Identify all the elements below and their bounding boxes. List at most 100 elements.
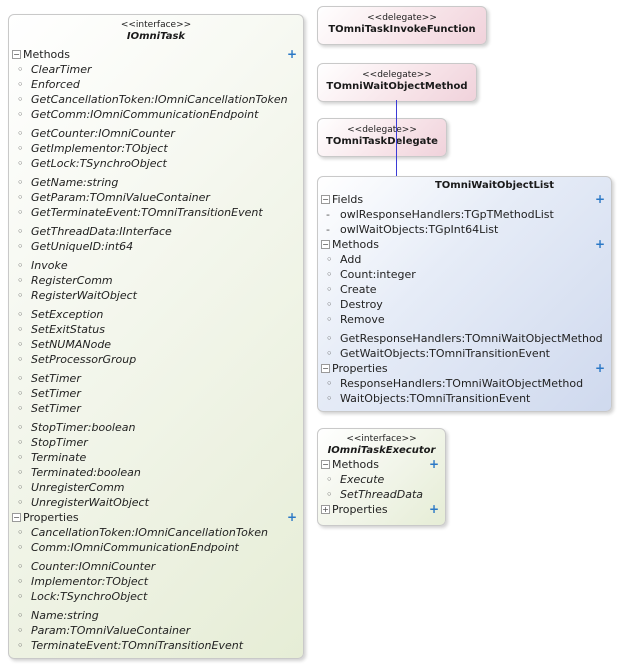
member-item[interactable]: ◦UnregisterComm: [9, 480, 303, 495]
member-item[interactable]: -owlWaitObjects:TGpInt64List: [318, 222, 611, 237]
member-item[interactable]: ◦Terminate: [9, 450, 303, 465]
member-label: Lock:TSynchroObject: [31, 590, 148, 603]
member-item[interactable]: ◦Destroy: [318, 297, 611, 312]
member-item[interactable]: ◦Terminated:boolean: [9, 465, 303, 480]
add-method-icon[interactable]: +: [286, 47, 297, 61]
expand-icon[interactable]: +: [321, 505, 330, 514]
member-item[interactable]: ◦Count:integer: [318, 267, 611, 282]
visibility-icon: ◦: [17, 496, 24, 509]
member-label: TerminateEvent:TOmniTransitionEvent: [31, 639, 244, 652]
visibility-icon: ◦: [17, 372, 24, 385]
member-item[interactable]: ◦UnregisterWaitObject: [9, 495, 303, 510]
waitobjectlist-properties-section[interactable]: − Properties +: [318, 361, 611, 376]
waitobjectlist-methods-section[interactable]: − Methods +: [318, 237, 611, 252]
member-item[interactable]: ◦Name:string: [9, 608, 303, 623]
visibility-icon: -: [326, 223, 330, 236]
member-item[interactable]: ◦GetName:string: [9, 175, 303, 190]
member-item[interactable]: ◦Invoke: [9, 258, 303, 273]
visibility-icon: ◦: [17, 157, 24, 170]
collapse-icon[interactable]: −: [321, 240, 330, 249]
member-item[interactable]: ◦Add: [318, 252, 611, 267]
visibility-icon: ◦: [326, 347, 333, 360]
member-item[interactable]: ◦WaitObjects:TOmniTransitionEvent: [318, 391, 611, 406]
add-field-icon[interactable]: +: [594, 192, 605, 206]
iomnitaskexecutor-methods-list: ◦Execute◦SetThreadData: [318, 472, 445, 502]
add-method-icon[interactable]: +: [428, 457, 439, 471]
iomnitaskexecutor-methods-label: Methods: [332, 458, 379, 471]
iomnitaskexecutor-properties-section[interactable]: + Properties +: [318, 502, 445, 517]
member-item[interactable]: ◦Comm:IOmniCommunicationEndpoint: [9, 540, 303, 555]
member-item[interactable]: ◦GetThreadData:IInterface: [9, 224, 303, 239]
member-item[interactable]: ◦SetExitStatus: [9, 322, 303, 337]
add-method-icon[interactable]: +: [594, 237, 605, 251]
member-item[interactable]: ◦Lock:TSynchroObject: [9, 589, 303, 604]
iomnitask-stereotype: <<interface>>: [120, 20, 192, 30]
member-label: Create: [340, 283, 377, 296]
delegate-box-invoke-function[interactable]: <<delegate>> TOmniTaskInvokeFunction: [317, 6, 487, 45]
member-item[interactable]: ◦GetParam:TOmniValueContainer: [9, 190, 303, 205]
member-item[interactable]: ◦GetResponseHandlers:TOmniWaitObjectMeth…: [318, 331, 611, 346]
member-item[interactable]: ◦Remove: [318, 312, 611, 327]
visibility-icon: ◦: [17, 93, 24, 106]
member-item[interactable]: ◦SetTimer: [9, 371, 303, 386]
member-label: SetTimer: [31, 387, 81, 400]
collapse-icon[interactable]: −: [321, 364, 330, 373]
add-property-icon[interactable]: +: [286, 510, 297, 524]
waitobjectlist-box[interactable]: TOmniWaitObjectList − Fields + -owlRespo…: [317, 176, 612, 412]
waitobjectlist-fields-section[interactable]: − Fields +: [318, 192, 611, 207]
member-item[interactable]: ◦SetTimer: [9, 386, 303, 401]
visibility-icon: ◦: [17, 624, 24, 637]
member-item[interactable]: ◦CancellationToken:IOmniCancellationToke…: [9, 525, 303, 540]
member-item[interactable]: ◦GetCounter:IOmniCounter: [9, 126, 303, 141]
member-item[interactable]: ◦Param:TOmniValueContainer: [9, 623, 303, 638]
member-label: Counter:IOmniCounter: [31, 560, 156, 573]
member-item[interactable]: ◦Enforced: [9, 77, 303, 92]
member-item[interactable]: ◦SetThreadData: [318, 487, 445, 502]
member-item[interactable]: ◦SetException: [9, 307, 303, 322]
member-item[interactable]: ◦GetTerminateEvent:TOmniTransitionEvent: [9, 205, 303, 220]
add-property-icon[interactable]: +: [594, 361, 605, 375]
member-item[interactable]: ◦SetTimer: [9, 401, 303, 416]
delegate-box-wait-object-method[interactable]: <<delegate>> TOmniWaitObjectMethod: [317, 63, 477, 102]
member-item[interactable]: ◦Execute: [318, 472, 445, 487]
iomnitaskexecutor-box[interactable]: <<interface>> IOmniTaskExecutor − Method…: [317, 428, 446, 526]
member-label: GetName:string: [31, 176, 119, 189]
member-item[interactable]: ◦RegisterWaitObject: [9, 288, 303, 303]
iomnitaskexecutor-methods-section[interactable]: − Methods +: [318, 457, 445, 472]
collapse-icon[interactable]: −: [321, 460, 330, 469]
member-item[interactable]: ◦ClearTimer: [9, 62, 303, 77]
collapse-icon[interactable]: −: [12, 50, 21, 59]
member-item[interactable]: ◦GetLock:TSynchroObject: [9, 156, 303, 171]
iomnitask-properties-section[interactable]: − Properties +: [9, 510, 303, 525]
member-item[interactable]: ◦SetNUMANode: [9, 337, 303, 352]
collapse-icon[interactable]: −: [321, 195, 330, 204]
member-item[interactable]: ◦GetImplementor:TObject: [9, 141, 303, 156]
iomnitask-methods-section[interactable]: − Methods +: [9, 47, 303, 62]
member-item[interactable]: ◦GetUniqueID:int64: [9, 239, 303, 254]
member-item[interactable]: ◦StopTimer:boolean: [9, 420, 303, 435]
member-item[interactable]: ◦StopTimer: [9, 435, 303, 450]
member-item[interactable]: ◦SetProcessorGroup: [9, 352, 303, 367]
member-item[interactable]: ◦Counter:IOmniCounter: [9, 559, 303, 574]
iomnitask-name: IOmniTask: [126, 31, 186, 42]
collapse-icon[interactable]: −: [12, 513, 21, 522]
delegate-box-task-delegate[interactable]: <<delegate>> TOmniTaskDelegate: [317, 118, 447, 157]
waitobjectlist-properties-label: Properties: [332, 362, 388, 375]
visibility-icon: ◦: [17, 436, 24, 449]
visibility-icon: ◦: [17, 421, 24, 434]
member-item[interactable]: ◦GetComm:IOmniCommunicationEndpoint: [9, 107, 303, 122]
iomnitask-box[interactable]: <<interface>> IOmniTask − Methods + ◦Cle…: [8, 14, 304, 659]
member-item[interactable]: ◦ThreadData:IInterface: [9, 657, 303, 658]
delegate-header: <<delegate>> TOmniTaskInvokeFunction: [318, 7, 486, 36]
member-item[interactable]: ◦ResponseHandlers:TOmniWaitObjectMethod: [318, 376, 611, 391]
member-item[interactable]: ◦TerminateEvent:TOmniTransitionEvent: [9, 638, 303, 653]
member-item[interactable]: ◦Create: [318, 282, 611, 297]
add-property-icon[interactable]: +: [428, 502, 439, 516]
visibility-icon: ◦: [326, 392, 333, 405]
member-item[interactable]: ◦GetCancellationToken:IOmniCancellationT…: [9, 92, 303, 107]
member-item[interactable]: -owlResponseHandlers:TGpTMethodList: [318, 207, 611, 222]
member-item[interactable]: ◦RegisterComm: [9, 273, 303, 288]
member-item[interactable]: ◦GetWaitObjects:TOmniTransitionEvent: [318, 346, 611, 361]
member-item[interactable]: ◦Implementor:TObject: [9, 574, 303, 589]
visibility-icon: ◦: [17, 78, 24, 91]
